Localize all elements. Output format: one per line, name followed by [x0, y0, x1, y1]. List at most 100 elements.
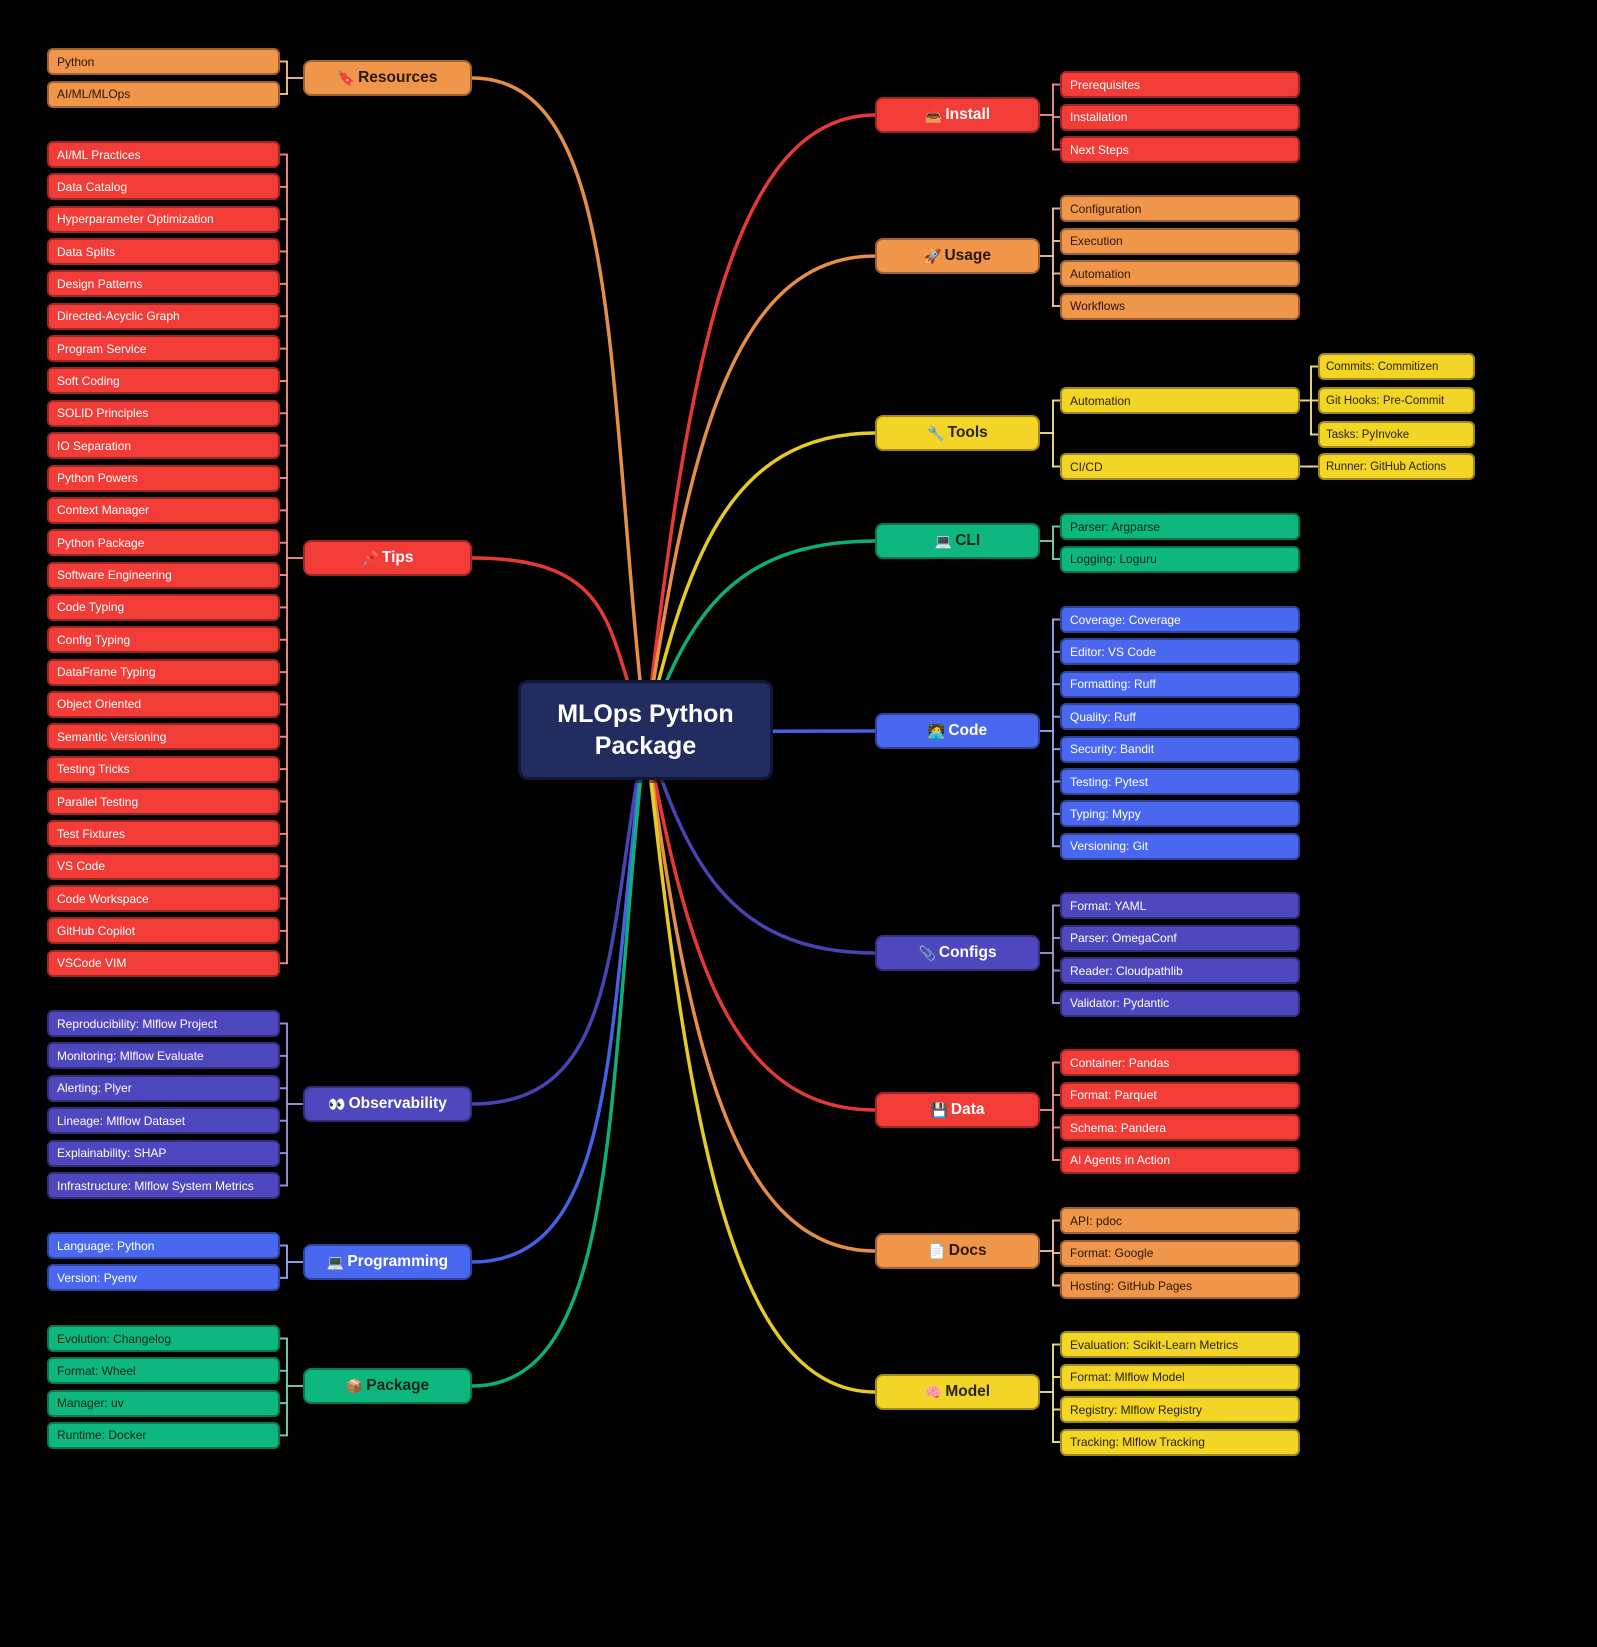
node-tips-25[interactable]: VSCode VIM: [47, 949, 280, 977]
node-tips-7[interactable]: Soft Coding: [47, 367, 280, 395]
branch-label: CLI: [955, 532, 981, 549]
laptop-icon: 💻: [326, 1253, 345, 1270]
node-tools-1[interactable]: CI/CD: [1060, 453, 1300, 480]
node-tips-19[interactable]: Testing Tricks: [47, 755, 280, 783]
node-code-0[interactable]: Coverage: Coverage: [1060, 606, 1300, 633]
node-usage-3[interactable]: Workflows: [1060, 292, 1300, 320]
node-usage-1[interactable]: Execution: [1060, 227, 1300, 255]
node-tips-8[interactable]: SOLID Principles: [47, 399, 280, 427]
node-install-0[interactable]: Prerequisites: [1060, 71, 1300, 98]
node-package-3[interactable]: Runtime: Docker: [47, 1421, 280, 1449]
branch-usage[interactable]: 🚀Usage: [875, 238, 1040, 274]
node-observability-0[interactable]: Reproducibility: Mlflow Project: [47, 1010, 280, 1037]
node-package-0[interactable]: Evolution: Changelog: [47, 1325, 280, 1352]
node-docs-0[interactable]: API: pdoc: [1060, 1207, 1300, 1234]
node-tools-0[interactable]: Automation: [1060, 387, 1300, 414]
branch-docs[interactable]: 📄Docs: [875, 1233, 1040, 1269]
node-code-1[interactable]: Editor: VS Code: [1060, 638, 1300, 666]
node-install-1[interactable]: Installation: [1060, 103, 1300, 131]
node-tips-23[interactable]: Code Workspace: [47, 885, 280, 913]
node-tips-22[interactable]: VS Code: [47, 852, 280, 880]
node-resources-1[interactable]: AI/ML/MLOps: [47, 80, 280, 108]
node-tips-14[interactable]: Code Typing: [47, 593, 280, 621]
branch-model[interactable]: 🧠Model: [875, 1374, 1040, 1410]
node-tips-2[interactable]: Hyperparameter Optimization: [47, 205, 280, 233]
node-configs-1[interactable]: Parser: OmegaConf: [1060, 924, 1300, 952]
node-configs-3[interactable]: Validator: Pydantic: [1060, 989, 1300, 1017]
branch-label: Install: [945, 106, 991, 123]
node-observability-3[interactable]: Lineage: Mlflow Dataset: [47, 1107, 280, 1135]
node-data-1[interactable]: Format: Parquet: [1060, 1081, 1300, 1109]
node-tips-13[interactable]: Software Engineering: [47, 561, 280, 589]
node-tips-18[interactable]: Semantic Versioning: [47, 723, 280, 751]
brain-icon: 🧠: [924, 1383, 943, 1400]
node-programming-1[interactable]: Version: Pyenv: [47, 1264, 280, 1292]
node-tips-20[interactable]: Parallel Testing: [47, 788, 280, 815]
node-tips-15[interactable]: Config Typing: [47, 626, 280, 654]
node-usage-0[interactable]: Configuration: [1060, 195, 1300, 222]
node-code-5[interactable]: Testing: Pytest: [1060, 768, 1300, 795]
node-model-3[interactable]: Tracking: Mlflow Tracking: [1060, 1428, 1300, 1456]
node-tips-21[interactable]: Test Fixtures: [47, 820, 280, 848]
branch-configs[interactable]: 📎Configs: [875, 935, 1040, 971]
node-package-2[interactable]: Manager: uv: [47, 1389, 280, 1417]
branch-label: Tips: [381, 549, 414, 566]
node-tips-16[interactable]: DataFrame Typing: [47, 658, 280, 686]
node-tips-12[interactable]: Python Package: [47, 529, 280, 557]
branch-code[interactable]: 🧑‍💻Code: [875, 713, 1040, 749]
node-docs-1[interactable]: Format: Google: [1060, 1239, 1300, 1267]
node-data-2[interactable]: Schema: Pandera: [1060, 1114, 1300, 1141]
node-model-1[interactable]: Format: Mlflow Model: [1060, 1363, 1300, 1391]
node-model-0[interactable]: Evaluation: Scikit-Learn Metrics: [1060, 1331, 1300, 1358]
node-code-2[interactable]: Formatting: Ruff: [1060, 670, 1300, 698]
node-tips-10[interactable]: Python Powers: [47, 464, 280, 492]
node-usage-2[interactable]: Automation: [1060, 260, 1300, 287]
node-observability-1[interactable]: Monitoring: Mlflow Evaluate: [47, 1042, 280, 1070]
branch-observability[interactable]: 👀Observability: [303, 1086, 472, 1122]
node-code-4[interactable]: Security: Bandit: [1060, 735, 1300, 763]
center-node[interactable]: MLOps Python Package: [518, 680, 773, 780]
node-tools-0-2[interactable]: Tasks: PyInvoke: [1318, 421, 1475, 448]
node-observability-2[interactable]: Alerting: Plyer: [47, 1074, 280, 1102]
branch-tips[interactable]: 📌Tips: [303, 540, 472, 576]
node-tips-0[interactable]: AI/ML Practices: [47, 141, 280, 168]
node-tips-11[interactable]: Context Manager: [47, 496, 280, 524]
branch-cli[interactable]: 💻CLI: [875, 523, 1040, 559]
branch-resources[interactable]: 🔖Resources: [303, 60, 472, 96]
node-tips-3[interactable]: Data Splits: [47, 238, 280, 266]
node-configs-0[interactable]: Format: YAML: [1060, 892, 1300, 919]
branch-install[interactable]: 📥Install: [875, 97, 1040, 133]
node-data-0[interactable]: Container: Pandas: [1060, 1049, 1300, 1076]
node-model-2[interactable]: Registry: Mlflow Registry: [1060, 1396, 1300, 1423]
node-tools-1-0[interactable]: Runner: GitHub Actions: [1318, 453, 1475, 480]
node-docs-2[interactable]: Hosting: GitHub Pages: [1060, 1272, 1300, 1299]
node-tools-0-0[interactable]: Commits: Commitizen: [1318, 353, 1475, 380]
branch-package[interactable]: 📦Package: [303, 1368, 472, 1404]
node-tips-5[interactable]: Directed-Acyclic Graph: [47, 302, 280, 330]
node-programming-0[interactable]: Language: Python: [47, 1232, 280, 1259]
node-code-7[interactable]: Versioning: Git: [1060, 832, 1300, 860]
node-tips-9[interactable]: IO Separation: [47, 432, 280, 460]
node-code-3[interactable]: Quality: Ruff: [1060, 703, 1300, 731]
node-tips-4[interactable]: Design Patterns: [47, 270, 280, 298]
node-code-6[interactable]: Typing: Mypy: [1060, 800, 1300, 828]
node-tips-17[interactable]: Object Oriented: [47, 690, 280, 718]
node-cli-1[interactable]: Logging: Loguru: [1060, 545, 1300, 573]
node-package-1[interactable]: Format: Wheel: [47, 1357, 280, 1385]
node-observability-5[interactable]: Infrastructure: Mlflow System Metrics: [47, 1172, 280, 1199]
wrench-icon: 🔧: [927, 424, 945, 441]
branch-data[interactable]: 💾Data: [875, 1092, 1040, 1128]
branch-tools[interactable]: 🔧Tools: [875, 415, 1040, 451]
node-tips-6[interactable]: Program Service: [47, 335, 280, 363]
node-tools-0-1[interactable]: Git Hooks: Pre-Commit: [1318, 387, 1475, 414]
branch-label: Code: [948, 722, 988, 739]
node-data-3[interactable]: AI Agents in Action: [1060, 1146, 1300, 1174]
node-cli-0[interactable]: Parser: Argparse: [1060, 513, 1300, 540]
node-observability-4[interactable]: Explainability: SHAP: [47, 1139, 280, 1167]
node-resources-0[interactable]: Python: [47, 48, 280, 75]
node-configs-2[interactable]: Reader: Cloudpathlib: [1060, 957, 1300, 984]
node-install-2[interactable]: Next Steps: [1060, 136, 1300, 163]
node-tips-24[interactable]: GitHub Copilot: [47, 917, 280, 945]
node-tips-1[interactable]: Data Catalog: [47, 173, 280, 201]
branch-programming[interactable]: 💻Programming: [303, 1244, 472, 1280]
